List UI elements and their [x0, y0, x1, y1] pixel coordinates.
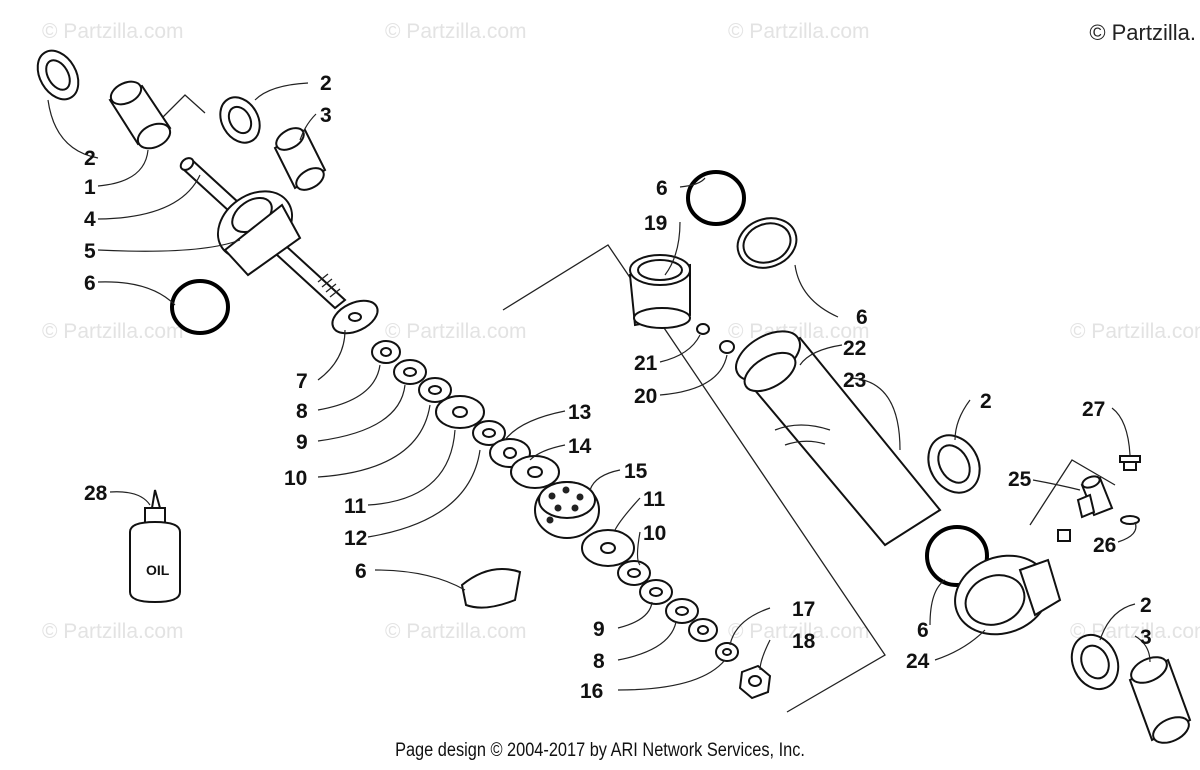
valve-cap: [1119, 455, 1141, 471]
watermark: © Partzilla.com: [42, 20, 184, 43]
callout-6: 6: [355, 560, 367, 583]
o-ring: [686, 170, 746, 226]
watermark: © Partzilla.com: [42, 620, 184, 643]
callout-2: 2: [980, 390, 992, 413]
washer-stack-lower: [581, 529, 739, 662]
callout-4: 4: [84, 208, 96, 231]
callout-21: 21: [634, 352, 658, 375]
sleeve-bottom-right: [1128, 656, 1192, 744]
callout-2: 2: [84, 147, 96, 170]
callout-5: 5: [84, 240, 96, 263]
watermark: © Partzilla.com: [42, 320, 184, 343]
callout-22: 22: [843, 337, 866, 360]
piston-band: [460, 568, 522, 609]
callout-16: 16: [580, 680, 603, 703]
callout-8: 8: [593, 650, 605, 673]
watermark: © Partzilla.com: [385, 320, 527, 343]
callout-28: 28: [84, 482, 108, 505]
bushing-small: [219, 96, 261, 144]
washer-stack-upper: [331, 299, 560, 489]
valve-insert: [1057, 529, 1071, 542]
watermark: © Partzilla.com: [728, 620, 870, 643]
reservoir-cap: [628, 254, 691, 329]
callout-2: 2: [1140, 594, 1152, 617]
callout-24: 24: [906, 650, 930, 673]
body-eyelet: [954, 554, 1062, 636]
callout-3: 3: [320, 104, 332, 127]
watermark: © Partzilla.com: [1070, 620, 1200, 643]
callout-3: 3: [1140, 626, 1152, 649]
o-ring: [925, 525, 989, 587]
callout-1: 1: [84, 176, 96, 199]
reservoir-body: [735, 330, 942, 547]
sleeve-spacer: [273, 127, 327, 191]
callout-9: 9: [593, 618, 605, 641]
callout-numbers: 2 3 2 1 4 5 6 7 8 9 10 11 12 13 14 15 11…: [84, 72, 1152, 703]
watermark: © Partzilla.com: [385, 20, 527, 43]
callout-19: 19: [644, 212, 667, 235]
callout-17: 17: [792, 598, 815, 621]
bushing-right: [927, 434, 981, 494]
valve-bracket: [1029, 459, 1116, 526]
watermark: © Partzilla.com: [728, 20, 870, 43]
callout-2: 2: [320, 72, 332, 95]
callout-9: 9: [296, 431, 308, 454]
callout-27: 27: [1082, 398, 1105, 421]
lock-nut: [738, 664, 772, 700]
valve-core: [719, 340, 735, 354]
footer-credit: Page design © 2004-2017 by ARI Network S…: [395, 740, 805, 761]
leader-lines: [47, 82, 1151, 691]
piston: [534, 481, 600, 539]
bushing-top-left: [36, 49, 80, 101]
callout-13: 13: [568, 401, 591, 424]
callout-8: 8: [296, 400, 308, 423]
callout-18: 18: [792, 630, 816, 653]
callout-6: 6: [917, 619, 929, 642]
callout-11: 11: [643, 488, 666, 511]
callout-6: 6: [656, 177, 668, 200]
reservoir-ring: [736, 217, 798, 269]
callout-25: 25: [1008, 468, 1032, 491]
oil-bottle: [129, 489, 181, 604]
callout-20: 20: [634, 385, 657, 408]
callout-15: 15: [624, 460, 648, 483]
callout-6: 6: [856, 306, 868, 329]
bushing-large: [108, 80, 172, 150]
watermark: © Partzilla.com: [385, 620, 527, 643]
callout-14: 14: [568, 435, 592, 458]
callout-23: 23: [843, 369, 866, 392]
callout-26: 26: [1093, 534, 1116, 557]
bushing-bottom-right: [1070, 633, 1120, 691]
callout-6: 6: [84, 272, 96, 295]
callout-12: 12: [344, 527, 367, 550]
assembly-bracket: [502, 244, 886, 713]
fill-valve: [1076, 475, 1114, 519]
callout-10: 10: [643, 522, 666, 545]
callout-11: 11: [344, 495, 367, 518]
watermark: © Partzilla.com: [1070, 320, 1200, 343]
oil-label: OIL: [146, 562, 170, 578]
callout-10: 10: [284, 467, 307, 490]
valve-o-ring: [1120, 515, 1140, 525]
o-ring: [170, 279, 230, 335]
small-o-ring: [696, 323, 710, 335]
copyright-notice: © Partzilla.: [1089, 20, 1196, 45]
callout-7: 7: [296, 370, 308, 393]
